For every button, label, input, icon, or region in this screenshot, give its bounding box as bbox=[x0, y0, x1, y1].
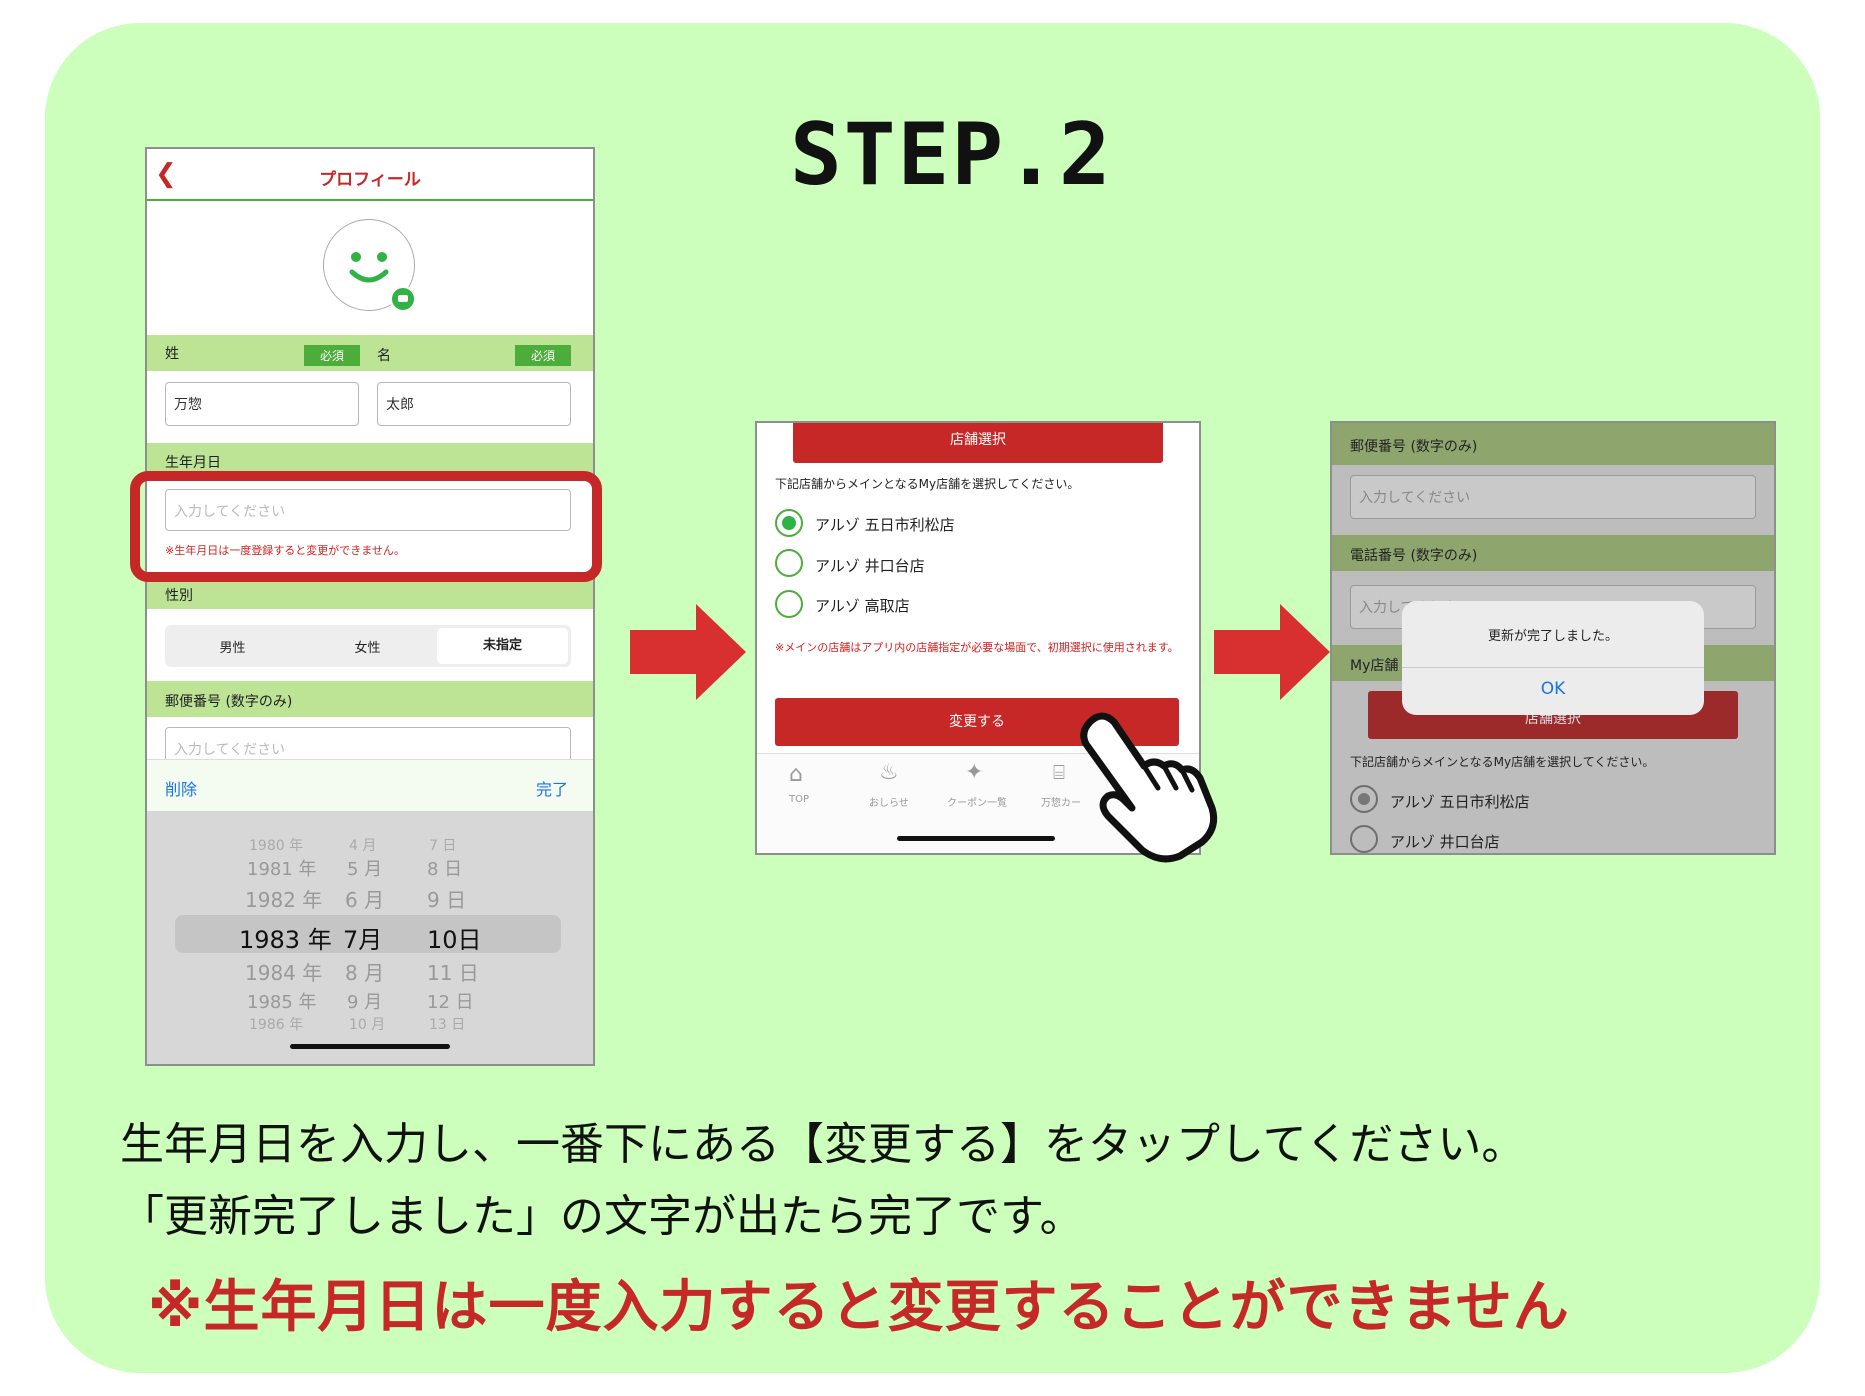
store-radio-0[interactable] bbox=[1350, 785, 1378, 813]
last-name-input[interactable]: 万惣 bbox=[165, 382, 359, 426]
first-name-input[interactable]: 太郎 bbox=[377, 382, 571, 426]
gender-female-segment[interactable]: 女性 bbox=[354, 641, 381, 656]
header-divider bbox=[147, 199, 593, 201]
store-radio-0[interactable] bbox=[775, 509, 803, 537]
tab-coupons[interactable]: クーポン一覧 bbox=[947, 798, 1007, 809]
instruction-line-1: 生年月日を入力し、一番下にある【変更する】をタップしてください。 bbox=[120, 1119, 1526, 1170]
alert-divider bbox=[1402, 667, 1704, 668]
birthday-label: 生年月日 bbox=[165, 455, 221, 471]
gender-segmented-control: 男性 女性 未指定 bbox=[165, 625, 571, 667]
birthday-note: ※生年月日は一度登録すると変更ができません。 bbox=[165, 544, 405, 557]
store-instruction: 下記店舗からメインとなるMy店舗を選択してください。 bbox=[1350, 755, 1655, 769]
picker-selection-band bbox=[175, 915, 561, 953]
store-radio-2[interactable] bbox=[775, 590, 803, 618]
gender-label-bar bbox=[147, 577, 593, 609]
last-name-required-badge: 必須 bbox=[304, 345, 360, 366]
right-arrow-icon bbox=[630, 604, 746, 700]
right-arrow-icon bbox=[1214, 604, 1330, 700]
phone-label-bar bbox=[1332, 535, 1774, 571]
birthday-label-bar bbox=[147, 443, 593, 473]
picker-toolbar bbox=[147, 759, 593, 812]
store-option-2[interactable]: アルゾ 高取店 bbox=[815, 597, 910, 615]
store-option-1[interactable]: アルゾ 井口台店 bbox=[815, 557, 925, 575]
gender-male-segment[interactable]: 男性 bbox=[219, 641, 246, 656]
postal-label-bar bbox=[147, 681, 593, 717]
store-note: ※メインの店舗はアプリ内の店舗指定が必要な場面で、初期選択に使用されます。 bbox=[775, 641, 1179, 654]
alert-message: 更新が完了しました。 bbox=[1487, 629, 1618, 644]
gender-label: 性別 bbox=[165, 588, 193, 604]
camera-icon[interactable] bbox=[390, 286, 416, 312]
postal-label-bar bbox=[1332, 423, 1774, 465]
store-radio-1[interactable] bbox=[1350, 825, 1378, 853]
step-title: STEP.2 bbox=[790, 105, 1113, 205]
update-complete-screen: 郵便番号 (数字のみ) 入力してください 電話番号 (数字のみ) 入力してくださ… bbox=[1330, 421, 1776, 855]
birthday-input[interactable]: 入力してください bbox=[165, 489, 571, 531]
bell-icon[interactable]: ♨ bbox=[879, 760, 899, 785]
picker-done-button[interactable]: 完了 bbox=[536, 780, 569, 799]
store-instruction: 下記店舗からメインとなるMy店舗を選択してください。 bbox=[775, 477, 1080, 491]
avatar[interactable] bbox=[323, 219, 416, 312]
store-option-0[interactable]: アルゾ 五日市利松店 bbox=[815, 516, 955, 534]
my-store-label: My店舗 bbox=[1350, 658, 1399, 674]
profile-header-title: プロフィール bbox=[319, 170, 421, 190]
back-chevron-icon[interactable]: ❮ bbox=[155, 159, 177, 189]
last-name-label: 姓 bbox=[165, 346, 179, 362]
barcode-icon[interactable]: ⌸ bbox=[1053, 760, 1065, 784]
store-option-1[interactable]: アルゾ 井口台店 bbox=[1390, 833, 1500, 851]
postal-input[interactable]: 入力してください bbox=[1350, 475, 1756, 519]
alert-ok-button[interactable]: OK bbox=[1540, 679, 1566, 699]
store-option-0[interactable]: アルゾ 五日市利松店 bbox=[1390, 793, 1530, 811]
home-indicator bbox=[897, 836, 1055, 841]
picker-delete-button[interactable]: 削除 bbox=[165, 780, 198, 799]
profile-screen: ❮ プロフィール 姓 必須 名 必須 万惣 太郎 生年月日 入力してください ※… bbox=[145, 147, 595, 1066]
pointing-hand-icon bbox=[1080, 712, 1218, 863]
ticket-icon[interactable]: ✦ bbox=[965, 760, 984, 785]
home-indicator bbox=[290, 1044, 450, 1049]
store-radio-1[interactable] bbox=[775, 549, 803, 577]
tab-card[interactable]: 万惣カード bbox=[1041, 798, 1083, 809]
birthday-warning: ※生年月日は一度入力すると変更することができません bbox=[148, 1275, 1570, 1340]
smiley-face-icon bbox=[349, 252, 389, 283]
postal-label: 郵便番号 (数字のみ) bbox=[1350, 439, 1478, 455]
update-complete-alert: 更新が完了しました。 OK bbox=[1402, 601, 1704, 715]
birthday-highlight-box bbox=[130, 471, 602, 582]
phone-label: 電話番号 (数字のみ) bbox=[1350, 548, 1478, 564]
gender-unspecified-segment[interactable]: 未指定 bbox=[437, 628, 568, 664]
first-name-label: 名 bbox=[377, 348, 391, 364]
first-name-required-badge: 必須 bbox=[515, 345, 571, 366]
tab-news[interactable]: おしらせ bbox=[869, 798, 909, 809]
tab-top[interactable]: TOP bbox=[789, 794, 810, 805]
postal-label: 郵便番号 (数字のみ) bbox=[165, 694, 293, 710]
store-select-header-button[interactable]: 店舗選択 bbox=[793, 423, 1163, 463]
instruction-line-2: 「更新完了しました」の文字が出たら完了です。 bbox=[120, 1191, 1084, 1242]
home-icon[interactable]: ⌂ bbox=[789, 762, 803, 787]
